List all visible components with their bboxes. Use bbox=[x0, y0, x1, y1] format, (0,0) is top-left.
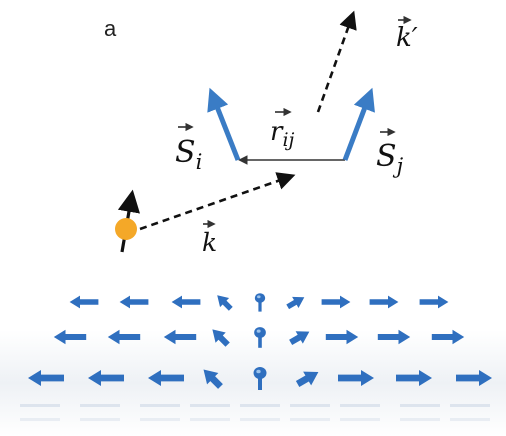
floor-reflection-mark bbox=[450, 404, 490, 407]
spin-i-arrow bbox=[212, 94, 238, 160]
lattice-spin-r1-c3 bbox=[172, 296, 201, 309]
floor-reflection-mark bbox=[400, 418, 440, 421]
lattice-spin-r1-c4 bbox=[213, 291, 236, 314]
floor-reflection-mark bbox=[240, 404, 280, 407]
electron bbox=[115, 194, 137, 252]
floor-reflection-mark bbox=[140, 404, 180, 407]
floor-reflection-mark bbox=[290, 404, 330, 407]
floor-reflection-mark bbox=[190, 404, 230, 407]
floor-reflection-mark bbox=[140, 418, 180, 421]
spin-j-text: Sj bbox=[376, 139, 404, 178]
lattice-spin-r1-c1 bbox=[70, 296, 99, 309]
lattice-spin-r1-c9 bbox=[420, 296, 449, 309]
incoming-wavevector-arrow bbox=[140, 176, 292, 229]
floor-reflection-mark bbox=[20, 404, 60, 407]
floor-reflection-mark bbox=[80, 418, 120, 421]
floor-reflection-mark bbox=[340, 418, 380, 421]
floor-reflection-mark bbox=[240, 418, 280, 421]
panel-label: a bbox=[104, 16, 117, 41]
spin-i-label: Si bbox=[175, 127, 202, 174]
spin-j-arrow bbox=[345, 94, 370, 160]
floor-reflection-mark bbox=[340, 404, 380, 407]
floor-reflection-mark bbox=[20, 418, 60, 421]
r-ij-text: rij bbox=[270, 117, 295, 151]
k-label: k bbox=[202, 224, 217, 257]
lattice-spin-r1-c2 bbox=[120, 296, 149, 309]
k-prime-text: k′ bbox=[396, 23, 418, 53]
floor-reflection-mark bbox=[290, 418, 330, 421]
floor-reflection-mark bbox=[450, 418, 490, 421]
outgoing-wavevector-arrow bbox=[318, 14, 353, 112]
spin-i-text: Si bbox=[175, 135, 202, 174]
lattice-spin-r1-c8 bbox=[370, 296, 399, 309]
lattice-spin-r1-c6 bbox=[284, 292, 307, 313]
k-text: k bbox=[202, 228, 217, 257]
lattice-spin-r1-c7 bbox=[322, 296, 351, 309]
floor-reflection-mark bbox=[190, 418, 230, 421]
r-ij-label: rij bbox=[270, 112, 295, 151]
spin-j-label: Sj bbox=[376, 132, 404, 178]
electron-dot-icon bbox=[115, 218, 137, 240]
floor-reflection-mark bbox=[400, 404, 440, 407]
k-prime-label: k′ bbox=[396, 20, 418, 53]
floor-reflection-mark bbox=[80, 404, 120, 407]
lattice-spin-r1-c5-out-of-plane bbox=[255, 293, 265, 311]
